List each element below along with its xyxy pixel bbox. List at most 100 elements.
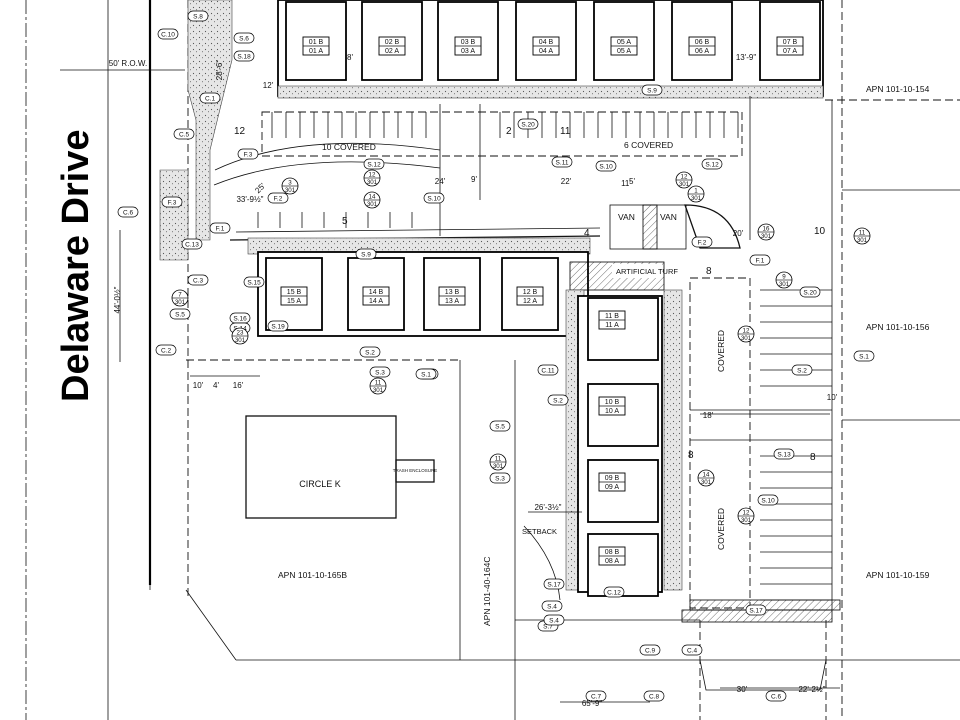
callout-tag: S.9: [641, 84, 663, 96]
unit-label: 07 B 07 A: [776, 36, 804, 56]
unit-number-b: 07 B: [783, 39, 798, 46]
unit-label: 01 B01 A: [302, 36, 330, 56]
unit-label: 14 B14 A: [362, 286, 390, 306]
callout-text: S.6: [239, 36, 249, 43]
callout-text: S.17: [547, 582, 561, 589]
stall-count: 12: [234, 126, 246, 137]
detail-number: 12: [743, 328, 750, 335]
dimension-text: 25': [253, 181, 267, 195]
row-label: 50' R.O.W.: [109, 59, 147, 68]
callout-tag: S.2: [547, 394, 569, 406]
callout-text: C.5: [179, 132, 190, 139]
apn-label-156: APN 101-10-156: [866, 322, 930, 332]
detail-number: 23: [237, 330, 244, 337]
detail-sheet: 301: [373, 387, 384, 394]
unit-number-b: 02 B: [385, 39, 400, 46]
unit-number-b: 04 B: [539, 39, 554, 46]
dimension-text: 30': [737, 685, 748, 694]
callout-text: S.8: [193, 14, 203, 21]
callout-tag: S.3: [489, 472, 511, 484]
callout-text: F.2: [698, 240, 707, 247]
callout-tag: C.6: [117, 206, 139, 218]
detail-sheet: 301: [679, 181, 690, 188]
callout-text: C.13: [185, 242, 199, 249]
unit-number-b: 05 A: [617, 39, 631, 46]
detail-number: 1: [694, 188, 698, 195]
covered-label-east-2: COVERED: [716, 508, 726, 550]
unit-number-b: 03 B: [461, 39, 476, 46]
callout-text: C.10: [161, 32, 175, 39]
unit-number-a: 08 A: [605, 558, 619, 565]
unit-number-a: 07 A: [783, 48, 797, 55]
unit-number-a: 06 A: [695, 48, 709, 55]
unit-number-b: 08 B: [605, 549, 620, 556]
callout-text: F.3: [168, 200, 177, 207]
detail-sheet: 301: [235, 337, 246, 344]
unit-footprint: [587, 533, 659, 597]
callout-text: S.4: [547, 604, 557, 611]
unit-number-a: 02 A: [385, 48, 399, 55]
callout-text: S.10: [599, 164, 613, 171]
artificial-turf-area: ARTIFICIAL TURF: [569, 261, 678, 291]
detail-sheet: 301: [175, 299, 186, 306]
callout-tag: F.2: [691, 236, 713, 248]
callout-text: F.3: [244, 152, 253, 159]
dimension-text: 24': [435, 177, 446, 186]
dimension-text: 5': [629, 177, 635, 186]
unit-number-a: 05 A: [617, 48, 631, 55]
dimension-text: 18': [703, 411, 714, 420]
covered-label-10: 10 COVERED: [322, 142, 376, 152]
detail-sheet: 301: [493, 463, 504, 470]
unit-label: 05 A 05 A: [610, 36, 638, 56]
sidewalk-corner: [159, 169, 189, 261]
detail-number: 14: [703, 472, 710, 479]
detail-sheet: 301: [701, 479, 712, 486]
stall-count: 2: [506, 126, 512, 137]
unit-number-b: 10 B: [605, 399, 620, 406]
detail-number: 11: [375, 380, 382, 387]
callout-text: S.9: [361, 252, 371, 259]
callout-tag: S.10: [595, 160, 617, 172]
callout-text: S.18: [237, 54, 251, 61]
callout-tag: C.7: [585, 690, 607, 702]
detail-sheet: 301: [741, 517, 752, 524]
callout-tag: S.15: [243, 276, 265, 288]
callout-text: S.12: [367, 162, 381, 169]
callout-tag: S.5: [489, 420, 511, 432]
callout-text: C.6: [123, 210, 134, 217]
callout-tag: S.9: [355, 248, 377, 260]
unit-label: 09 B09 A: [598, 472, 626, 492]
callout-text: C.9: [645, 648, 656, 655]
apn-label-164c: APN 101-40-164C: [482, 557, 492, 626]
detail-sheet: 301: [285, 187, 296, 194]
dimension-text: 20': [733, 229, 744, 238]
sidewalk-strip: [187, 0, 233, 241]
callout-text: F.1: [756, 258, 765, 265]
dimension-text: 13'-9": [736, 53, 757, 62]
unit-number-a: 15 A: [287, 298, 301, 305]
detail-sheet: 301: [367, 201, 378, 208]
callout-text: S.7: [543, 624, 553, 631]
callout-tag: S.2: [359, 346, 381, 358]
callout-tag: S.5: [169, 308, 191, 320]
van-label-2: VAN: [660, 212, 677, 222]
detail-sheet: 301: [761, 233, 772, 240]
callout-text: C.2: [161, 348, 172, 355]
callout-text: S.15: [247, 280, 261, 287]
callout-tag: C.12: [603, 586, 625, 598]
callout-tag: F.3: [161, 196, 183, 208]
callout-text: C.6: [771, 694, 782, 701]
dimension-text: 9': [471, 175, 477, 184]
dimension-text: 28'-6": [215, 60, 224, 81]
dimension-text: 8': [347, 53, 353, 62]
dimension-text: 65'-9": [582, 699, 603, 708]
property-lines: [185, 0, 960, 720]
unit-number-a: 11 A: [605, 322, 619, 329]
